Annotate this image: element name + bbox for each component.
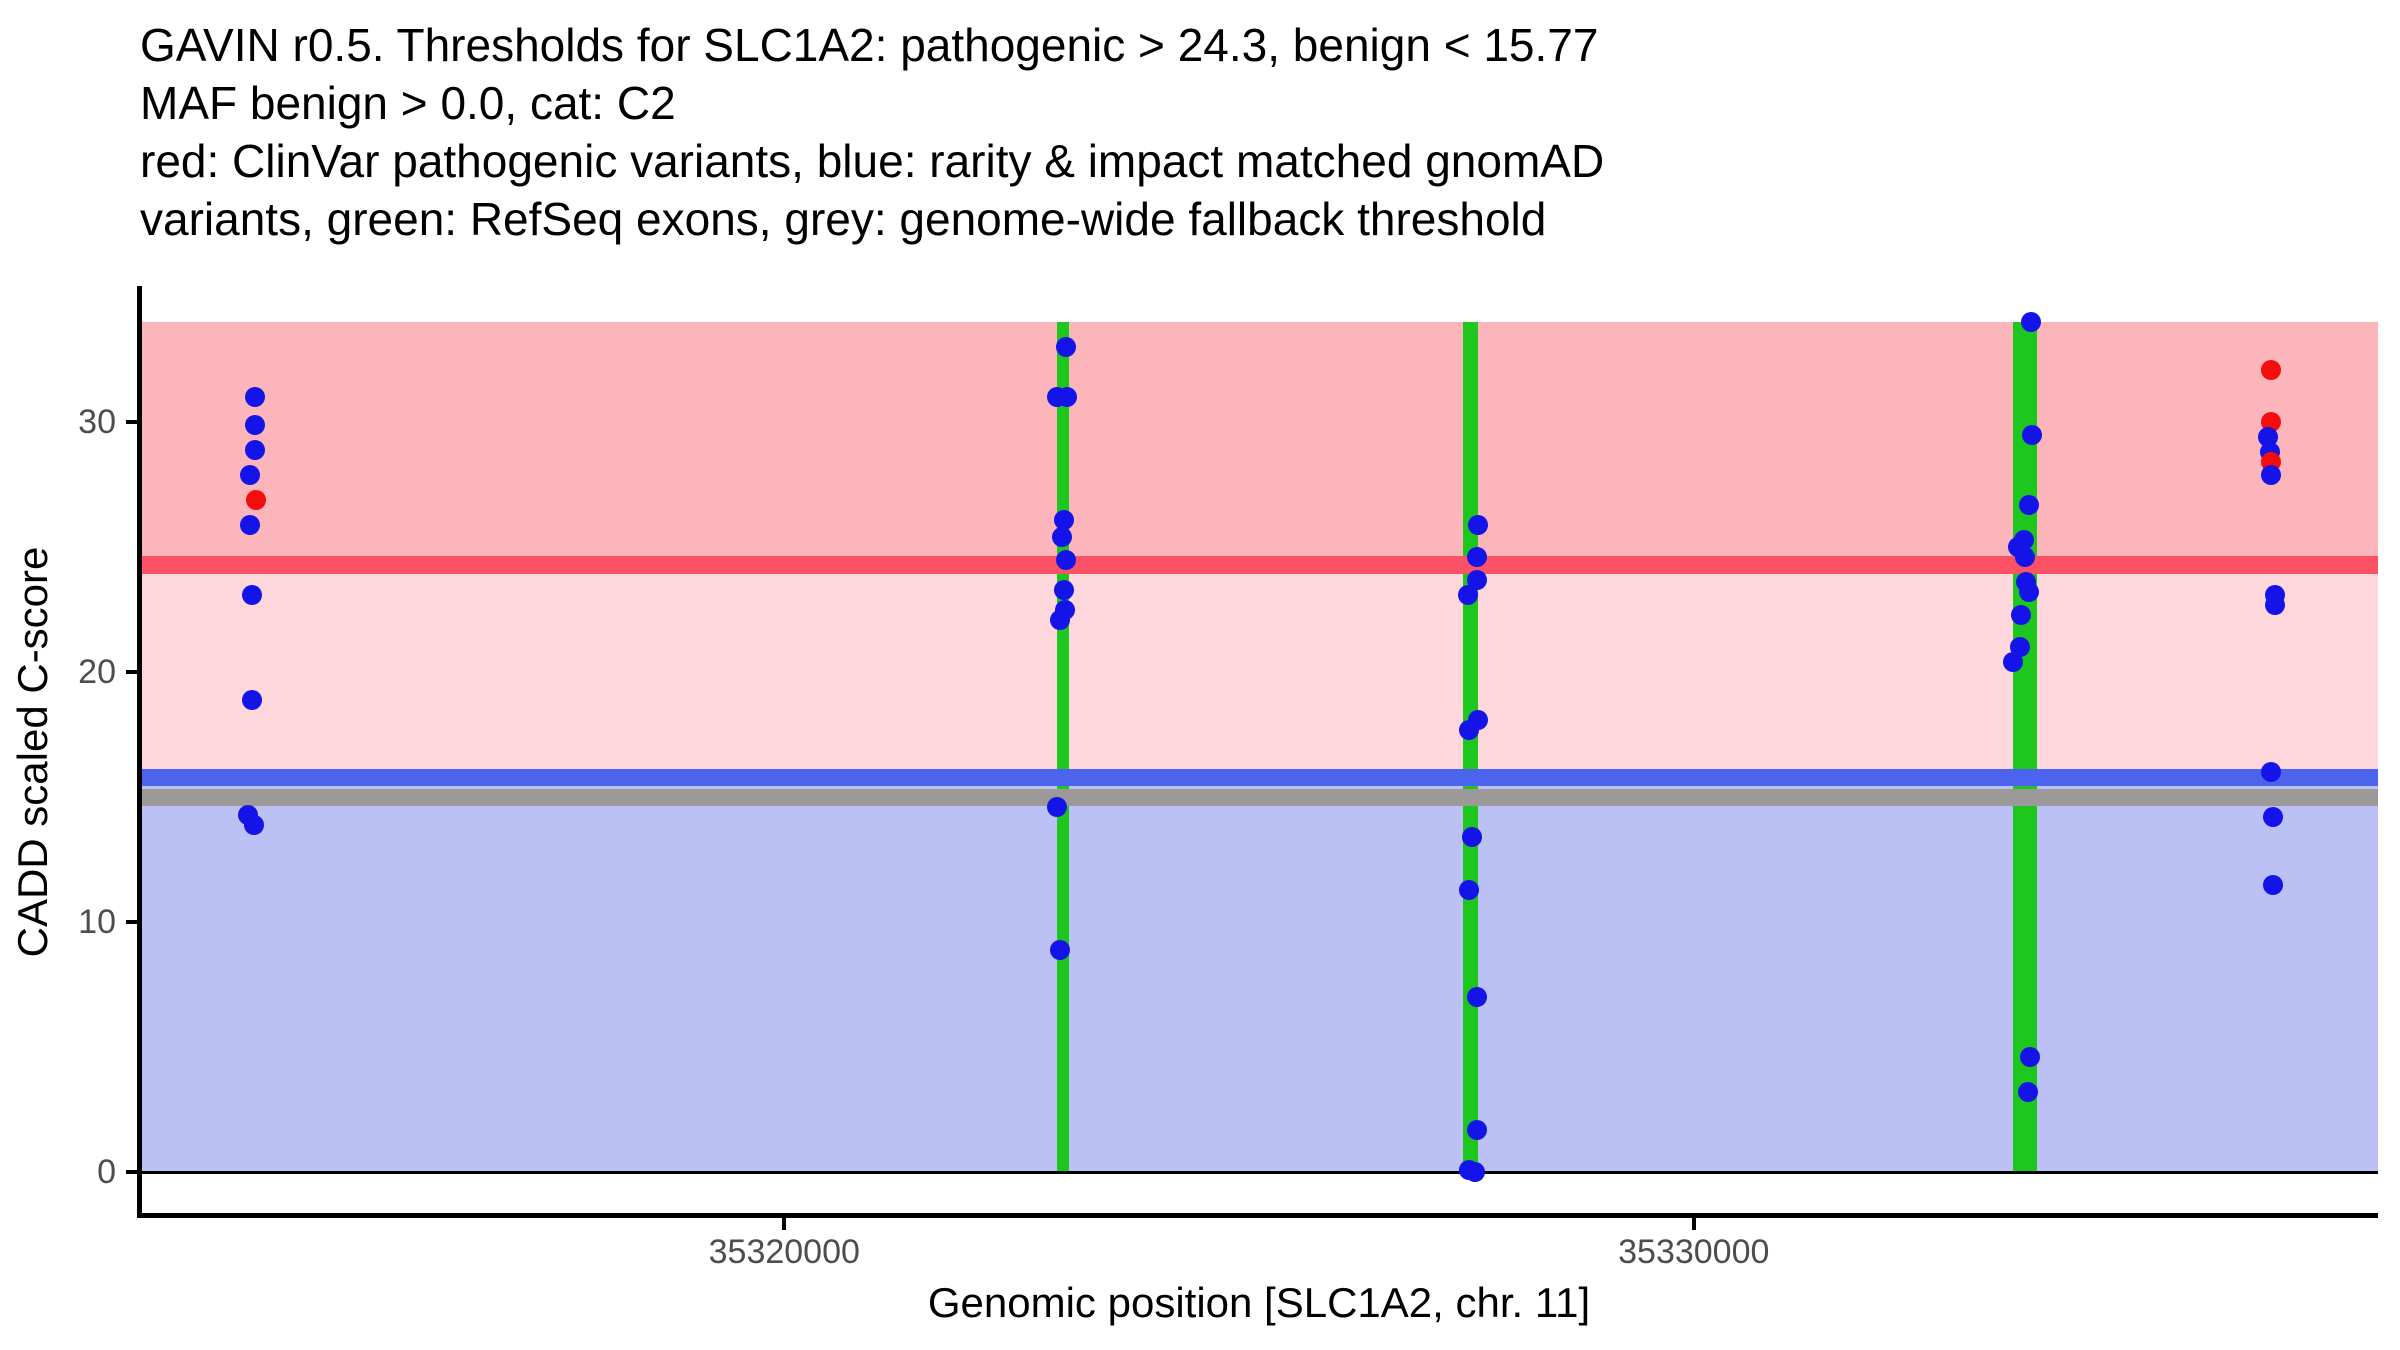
title-line-4: variants, green: RefSeq exons, grey: gen… xyxy=(140,193,1547,245)
variant-point-gnomad xyxy=(243,814,264,835)
exon-bar xyxy=(1057,322,1070,1172)
x-tick xyxy=(782,1217,787,1230)
variant-point-gnomad xyxy=(1467,547,1488,567)
variant-point-gnomad xyxy=(2260,464,2281,485)
variant-point-gnomad xyxy=(1057,387,1078,407)
variant-point-gnomad xyxy=(2018,494,2039,515)
variant-point-gnomad xyxy=(1458,879,1479,900)
exon-bar xyxy=(1463,322,1479,1172)
y-tick xyxy=(126,420,138,424)
variant-point-gnomad xyxy=(1055,549,1076,570)
exon-bar xyxy=(2012,322,2037,1172)
threshold-line-benign xyxy=(140,769,2378,787)
y-tick-label: 10 xyxy=(78,903,116,941)
variant-point-gnomad xyxy=(244,387,265,407)
variant-point-gnomad xyxy=(240,514,261,535)
variant-point-gnomad xyxy=(2265,594,2286,615)
threshold-line-pathogenic xyxy=(140,555,2378,574)
variant-point-gnomad xyxy=(1467,1119,1488,1140)
threshold-line-fallback xyxy=(140,788,2378,806)
variant-point-gnomad xyxy=(1468,514,1489,535)
variant-point-gnomad xyxy=(2020,312,2041,332)
variant-point-gnomad xyxy=(242,584,263,605)
x-tick-label: 35330000 xyxy=(1618,1233,1770,1271)
variant-point-gnomad xyxy=(244,439,265,460)
variant-point-gnomad xyxy=(1467,987,1488,1007)
variant-point-clinvar xyxy=(246,489,267,510)
y-tick xyxy=(126,670,138,674)
band-intermediate-region xyxy=(140,564,2378,778)
band-benign-region xyxy=(140,777,2378,1172)
variant-point-gnomad xyxy=(1458,719,1479,740)
variant-point-gnomad xyxy=(244,414,265,435)
variant-point-gnomad xyxy=(1053,579,1074,600)
y-tick-label: 20 xyxy=(78,653,116,691)
x-tick xyxy=(1691,1217,1696,1230)
variant-point-gnomad xyxy=(2260,762,2281,782)
variant-point-gnomad xyxy=(1466,569,1487,590)
variant-point-gnomad xyxy=(240,464,261,485)
variant-point-gnomad xyxy=(2002,652,2023,672)
variant-point-gnomad xyxy=(2015,547,2036,567)
y-axis-line xyxy=(137,286,142,1218)
variant-point-gnomad xyxy=(2010,604,2031,625)
variant-point-gnomad xyxy=(1457,584,1478,605)
title-line-3: red: ClinVar pathogenic variants, blue: … xyxy=(140,135,1605,187)
y-tick-label: 0 xyxy=(97,1153,116,1191)
variant-point-gnomad xyxy=(2263,807,2284,827)
y-tick xyxy=(126,1170,138,1174)
variant-point-gnomad xyxy=(1055,337,1076,357)
title-line-2: MAF benign > 0.0, cat: C2 xyxy=(140,77,676,129)
y-tick xyxy=(126,920,138,924)
variant-point-gnomad xyxy=(2017,1082,2038,1102)
variant-point-gnomad xyxy=(2021,424,2042,445)
variant-point-gnomad xyxy=(242,689,263,710)
variant-point-gnomad xyxy=(1050,939,1071,960)
title-line-1: GAVIN r0.5. Thresholds for SLC1A2: patho… xyxy=(140,19,1599,71)
variant-point-gnomad xyxy=(1464,1162,1485,1182)
variant-point-gnomad xyxy=(1050,609,1071,630)
variant-point-clinvar xyxy=(2260,359,2281,380)
variant-point-gnomad xyxy=(1053,509,1074,530)
y-tick-label: 30 xyxy=(78,403,116,441)
zero-line xyxy=(140,1170,2378,1174)
variant-point-gnomad xyxy=(2019,582,2040,602)
variant-point-gnomad xyxy=(2020,1047,2041,1067)
x-tick-label: 35320000 xyxy=(708,1233,860,1271)
variant-point-gnomad xyxy=(1461,827,1482,847)
band-pathogenic-region xyxy=(140,322,2378,565)
x-axis-line xyxy=(137,1213,2378,1218)
x-axis-title: Genomic position [SLC1A2, chr. 11] xyxy=(927,1279,1591,1326)
variant-point-gnomad xyxy=(1047,797,1068,817)
variant-point-gnomad xyxy=(2262,874,2283,895)
plot-title: GAVIN r0.5. Thresholds for SLC1A2: patho… xyxy=(140,16,1604,248)
variant-point-gnomad xyxy=(1052,527,1073,547)
